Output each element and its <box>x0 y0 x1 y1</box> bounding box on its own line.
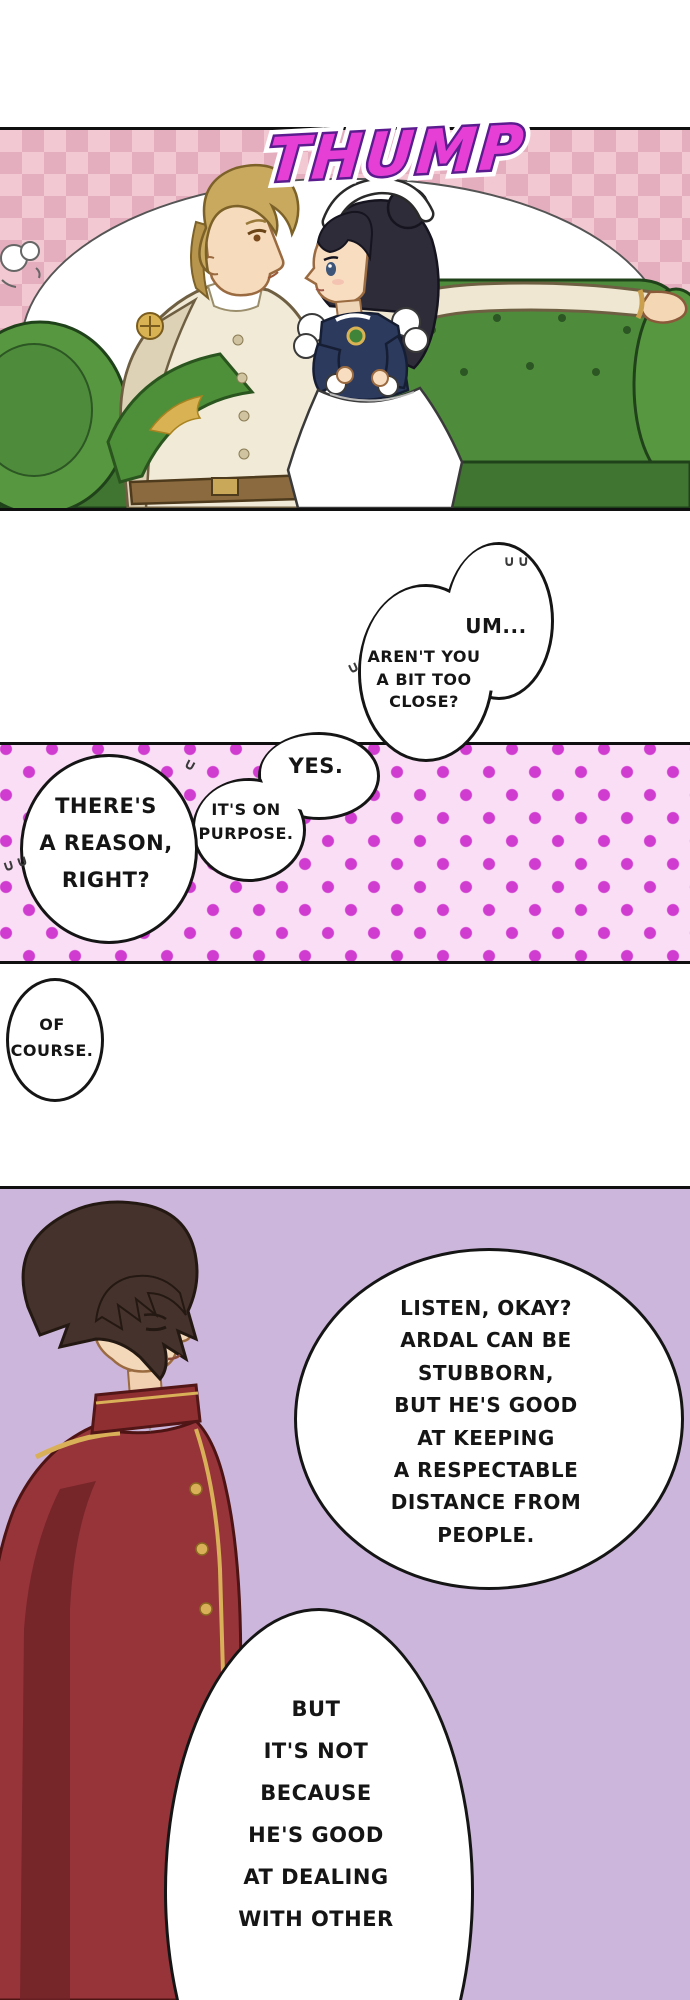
panel-couch-scene <box>0 127 690 511</box>
bubble-fill <box>361 587 485 753</box>
advisor-scene-art <box>0 1200 243 2000</box>
dialogue-on-purpose: IT'S ON PURPOSE. <box>198 800 294 843</box>
speech-bubble-listen <box>294 1248 684 1590</box>
speech-bubble-of-course <box>6 978 104 1102</box>
bubble-fill <box>195 781 297 873</box>
dialogue-yes: YES. <box>288 754 344 778</box>
dialogue-of-course: OF COURSE. <box>10 1015 94 1060</box>
thump-sfx-text: THUMP <box>265 113 529 197</box>
tick-marks: ∪∪ <box>503 552 532 570</box>
speech-bubble-reason <box>20 754 198 944</box>
advisor-character <box>0 1200 243 2000</box>
thump-sfx: THUMP THUMP <box>255 88 551 217</box>
sigh-puff <box>0 241 41 288</box>
dialogue-reason: THERE'S A REASON, RIGHT? <box>39 794 173 892</box>
dialogue-too-close: AREN'T YOU A BIT TOO CLOSE? <box>367 647 481 712</box>
thump-sfx-halo: THUMP <box>265 113 529 197</box>
couch-scene-art <box>0 163 690 508</box>
maid-character <box>286 177 464 508</box>
dialogue-but-not: BUT IT'S NOT BECAUSE HE'S GOOD AT DEALIN… <box>238 1697 394 1931</box>
dialogue-um: UM... <box>465 614 527 638</box>
dialogue-listen: LISTEN, OKAY? ARDAL CAN BE STUBBORN, BUT… <box>390 1296 582 1547</box>
